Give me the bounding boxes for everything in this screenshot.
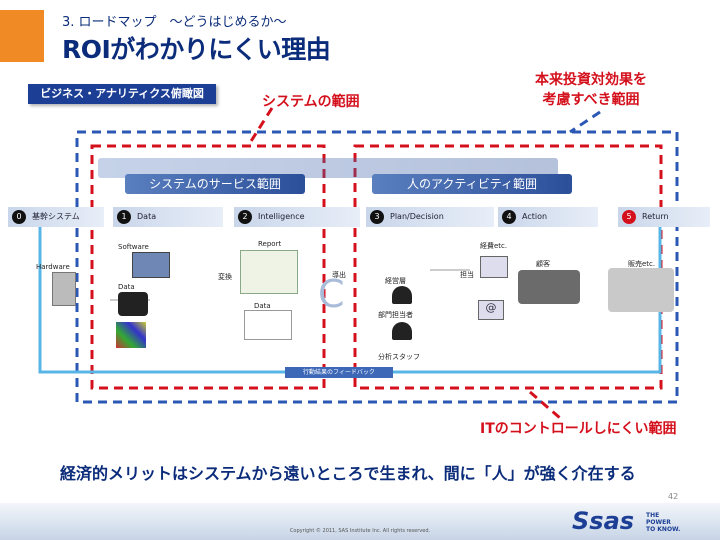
executive-label: 経営層: [385, 277, 406, 285]
phone-icon: [480, 256, 508, 278]
it-pointer: [529, 390, 561, 420]
human-scope-bar: 人のアクティビティ範囲: [372, 174, 572, 194]
business-analytics-badge: ビジネス・アナリティクス俯瞰図: [28, 84, 216, 104]
output-label: 導出: [332, 271, 346, 279]
data-table-icon: [244, 310, 292, 340]
step-3: 3 Plan/Decision: [366, 207, 494, 227]
service-scope-bar: システムのサービス範囲: [125, 174, 305, 194]
step-2-number: 2: [238, 209, 252, 224]
orange-accent-block: [0, 10, 44, 62]
main-message: 経済的メリットはシステムから遠いところで生まれ、間に「人」が強く介在する: [60, 464, 636, 483]
analyst-label: 分析スタッフ: [378, 353, 420, 361]
feedback-label: 行動結果のフィードバック: [285, 367, 393, 378]
server-icon: [52, 272, 76, 306]
sales-label: 販売etc.: [628, 260, 656, 268]
step-1-number: 1: [117, 209, 131, 224]
executive-figure-icon: [392, 286, 412, 304]
step-0: 0 基幹システム: [8, 207, 104, 227]
section-subtitle: 3. ロードマップ ～どうはじめるか～: [62, 15, 287, 30]
step-4: 4 Action: [498, 207, 598, 227]
data2-label: Data: [254, 302, 271, 310]
storage-icon: [118, 292, 148, 316]
step-5-number: 5: [622, 209, 636, 224]
true-roi-line1: 本来投資対効果を: [535, 72, 647, 88]
copyright-text: Copyright © 2011, SAS Institute Inc. All…: [289, 528, 431, 534]
true-roi-scope-label: 本来投資対効果を 考慮すべき範囲: [535, 70, 647, 110]
step-1-label: Data: [137, 212, 157, 221]
step-2: 2 Intelligence: [234, 207, 360, 227]
email-icon: @: [478, 300, 504, 320]
sas-tagline: THE POWER TO KNOW.: [646, 512, 680, 533]
hardware-label: Hardware: [36, 263, 70, 271]
step-2-label: Intelligence: [258, 212, 305, 221]
tagline-1: THE: [646, 512, 660, 519]
it-hard-label: ITのコントロールしにくい範囲: [480, 421, 677, 437]
true-roi-pointer: [569, 110, 601, 134]
outer-scope-frame: [75, 130, 679, 404]
customer-label: 顧客: [536, 260, 550, 268]
cost-label: 経費etc.: [480, 242, 508, 250]
step-0-number: 0: [12, 209, 26, 224]
step-1: 1 Data: [113, 207, 223, 227]
step-5-label: Return: [642, 212, 669, 221]
step-0-label: 基幹システム: [32, 212, 80, 221]
software-label: Software: [118, 243, 149, 251]
step-3-number: 3: [370, 209, 384, 224]
crowd-icon: [518, 270, 580, 304]
software-windows-icon: [132, 252, 170, 278]
page-number: 42: [668, 492, 679, 501]
tagline-2: POWER: [646, 519, 671, 526]
shopping-cart-icon: [608, 268, 674, 312]
tagline-3: TO KNOW.: [646, 526, 681, 533]
system-scope-label: システムの範囲: [262, 94, 360, 110]
report-label: Report: [258, 240, 282, 248]
system-pointer: [246, 107, 274, 147]
system-scope-frame: [90, 144, 326, 390]
footer-bar: [0, 503, 720, 540]
dept-figure-icon: [392, 322, 412, 340]
circular-arrow-icon: C: [318, 272, 345, 316]
step-4-number: 4: [502, 209, 516, 224]
stakeholder-label: 担当: [460, 271, 474, 279]
convert-label: 変換: [218, 273, 232, 281]
data-label: Data: [118, 283, 135, 291]
cube-icon: [116, 322, 146, 348]
step-4-label: Action: [522, 212, 548, 221]
scope-bar-background: [98, 158, 558, 178]
step-3-label: Plan/Decision: [390, 212, 444, 221]
sas-logo: Ssas: [572, 507, 635, 535]
page-title: ROIがわかりにくい理由: [62, 35, 331, 64]
dept-head-label: 部門担当者: [378, 311, 413, 319]
step-5: 5 Return: [618, 207, 710, 227]
true-roi-line2: 考慮すべき範囲: [542, 92, 640, 108]
report-icon: [240, 250, 298, 294]
